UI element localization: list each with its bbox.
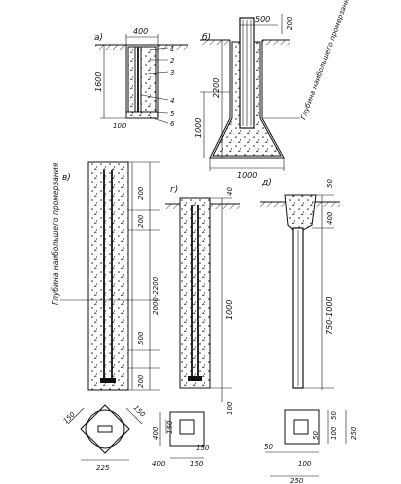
base-pad: [125, 111, 159, 119]
dim-v-2: 200: [137, 214, 145, 228]
dim-sg-4: 400: [152, 460, 166, 468]
dim-depth: 2200: [212, 78, 221, 98]
callout-2: 2: [170, 57, 175, 65]
rod-end: [100, 378, 116, 383]
dim-top-width: 400: [133, 27, 148, 36]
section-circle: [85, 409, 125, 449]
leader: [147, 71, 169, 75]
pit-outline: [209, 40, 285, 159]
dim-sg-1: 400: [152, 426, 160, 440]
dim-sd-3: 50: [330, 411, 338, 420]
panel-a-label: a): [94, 33, 103, 43]
panel-v-label: в): [62, 173, 71, 183]
section-core: [293, 419, 309, 435]
concrete-column: [179, 197, 211, 389]
dim-sd-7: 250: [290, 477, 304, 484]
ground-hatch: [200, 40, 290, 45]
dim-bottom-height: 1000: [194, 118, 203, 138]
dim-sv-2: 150: [132, 404, 147, 419]
section-core: [179, 419, 195, 435]
dim-d-head: 400: [326, 211, 334, 225]
dim-v-5: 200: [137, 374, 145, 388]
panel-b: б) 500 200 2200 1000 1000 Глубина наибол…: [194, 0, 362, 180]
dim-g-height: 1000: [225, 300, 234, 320]
leader: [149, 47, 169, 51]
dim-v-3: 2000-2200: [152, 276, 160, 315]
ground-hatch: [260, 202, 340, 207]
dim-sg-2: 150: [166, 420, 174, 434]
post-head: [284, 194, 317, 231]
dim-d-top: 50: [326, 179, 334, 188]
rod-end: [188, 376, 202, 381]
panel-g: г) 40 1000 100: [165, 185, 240, 415]
panel-b-label: б): [202, 33, 211, 43]
dim-sv-1: 150: [62, 410, 77, 425]
panel-a: a) 400 1600 100 1 2 3 4 5 6: [94, 27, 188, 130]
callout-4: 4: [170, 97, 174, 105]
ground-hatch: [165, 204, 240, 209]
panel-d: д) 50 400 750-1000: [260, 178, 340, 390]
dim-line: [67, 407, 85, 425]
dim-base-width: 1000: [237, 171, 257, 180]
dim-sg-5: 150: [190, 460, 204, 468]
dim-sv-3: 225: [96, 464, 110, 472]
concrete-post: [127, 46, 157, 117]
leader: [141, 94, 169, 101]
panel-v: в) 200 200 2000-2200 500 200 Глубина наи…: [51, 161, 160, 391]
dim-sd-2: 100: [330, 426, 338, 440]
section-v: 150 150 225: [62, 404, 147, 472]
dim-g-bottom: 100: [226, 401, 234, 415]
dim-sd-4: 250: [350, 426, 358, 440]
leader: [149, 116, 169, 124]
callout-3: 3: [170, 69, 174, 77]
callout-5: 5: [170, 110, 175, 118]
dim-g-top: 40: [226, 187, 234, 196]
leader: [149, 111, 169, 114]
frost-depth-note: Глубина наибольшего промерзания грунта: [299, 0, 361, 121]
dim-sg-3: 150: [196, 444, 210, 452]
dim-top-width: 500: [255, 15, 270, 24]
dim-v-1: 200: [137, 186, 145, 200]
dim-bottom-offset: 100: [113, 122, 127, 130]
callout-6: 6: [170, 120, 175, 128]
dim-top-right: 200: [286, 16, 294, 30]
frost-depth-note: Глубина наибольшего промерзания: [51, 162, 60, 305]
dim-v-4: 500: [137, 331, 145, 345]
concrete-column: [87, 161, 129, 391]
section-diamond: [80, 404, 130, 454]
dim-sd-5: 50: [264, 443, 273, 451]
dim-sd-1: 50: [312, 431, 320, 440]
panel-d-label: д): [261, 178, 272, 188]
section-core: [97, 425, 113, 433]
ground-hatch: [95, 45, 188, 50]
section-d: 50 100 50 250 50 100 250: [264, 409, 358, 484]
dim-d-length: 750-1000: [325, 296, 334, 335]
panel-g-label: г): [170, 185, 178, 195]
section-square: [284, 409, 320, 445]
callout-1: 1: [170, 45, 174, 53]
section-g: 400 150 150 400 150: [152, 411, 210, 468]
dim-depth: 1600: [94, 72, 103, 92]
dim-line: [125, 407, 143, 425]
dim-sd-6: 100: [298, 460, 312, 468]
